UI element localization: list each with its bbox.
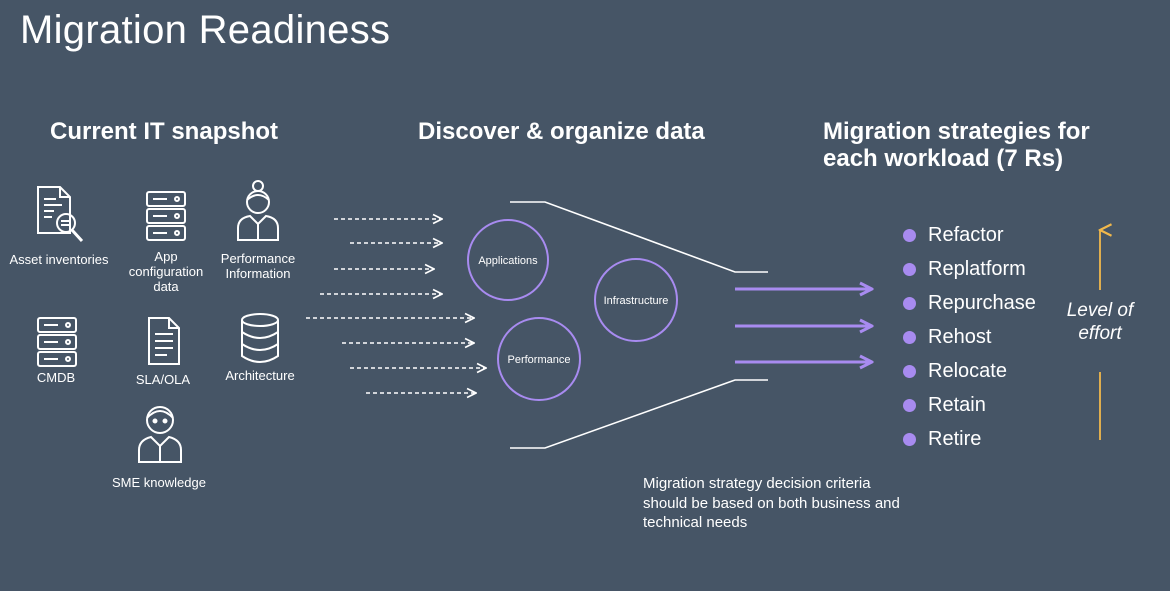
source-label-sla-ola: SLA/OLA (135, 372, 191, 387)
bullet-icon (903, 330, 916, 344)
performance-circle (497, 317, 581, 401)
strategy-item: Rehost (903, 320, 1036, 354)
strategy-item: Refactor (903, 218, 1036, 252)
strategy-item: Repurchase (903, 286, 1036, 320)
strategy-label: Repurchase (928, 291, 1036, 314)
criteria-note: Migration strategy decision criteria sho… (643, 475, 900, 531)
app-configuration-item (136, 186, 196, 246)
strategy-label: Rehost (928, 325, 992, 348)
asset-inventories-item (28, 185, 88, 245)
sme-knowledge-item (130, 403, 190, 463)
strategy-item: Replatform (903, 252, 1036, 286)
funnel-bottom-edge (510, 379, 768, 449)
source-label-performance-information: Performance Information (220, 251, 296, 281)
architecture-item (230, 308, 290, 368)
person-icon (228, 180, 288, 241)
bullet-icon (903, 228, 916, 242)
performance-information-item (228, 180, 288, 241)
cmdb-item (27, 312, 87, 372)
applications-circle (467, 219, 549, 301)
server-icon (27, 312, 87, 372)
bullet-icon (903, 398, 916, 412)
sla-ola-item (133, 312, 193, 372)
bullet-icon (903, 432, 916, 446)
data-group-infrastructure: Infrastructure (604, 295, 669, 307)
strategy-list: Refactor Replatform Repurchase Rehost Re… (903, 218, 1036, 456)
level-of-effort-label: Level of effort (1066, 300, 1134, 344)
section-heading-discover: Discover & organize data (418, 118, 705, 145)
strategy-label: Refactor (928, 223, 1004, 246)
strategy-label: Relocate (928, 359, 1007, 382)
strategy-label: Retain (928, 393, 986, 416)
strategy-item: Relocate (903, 354, 1036, 388)
section-heading-current: Current IT snapshot (50, 118, 279, 145)
source-label-cmdb: CMDB (36, 370, 76, 385)
funnel-top-edge (510, 201, 768, 273)
bullet-icon (903, 296, 916, 310)
database-icon (230, 308, 290, 368)
bullet-icon (903, 364, 916, 378)
data-group-applications: Applications (478, 255, 538, 267)
source-label-architecture: Architecture (225, 368, 295, 383)
strategy-label: Replatform (928, 257, 1026, 280)
source-label-app-configuration: App configuration data (128, 249, 204, 294)
document-icon (133, 312, 193, 372)
page-title: Migration Readiness (20, 8, 391, 52)
strategy-item: Retain (903, 388, 1036, 422)
data-group-performance: Performance (508, 354, 571, 366)
server-icon (136, 186, 196, 246)
strategy-item: Retire (903, 422, 1036, 456)
bullet-icon (903, 262, 916, 276)
infrastructure-circle (594, 258, 678, 342)
section-heading-strategies: Migration strategies for each workload (… (823, 118, 1090, 172)
document-search-icon (28, 185, 88, 245)
source-label-sme-knowledge: SME knowledge (112, 475, 206, 490)
person-icon (130, 403, 190, 463)
source-label-asset-inventories: Asset inventories (9, 252, 109, 267)
strategy-label: Retire (928, 427, 982, 450)
